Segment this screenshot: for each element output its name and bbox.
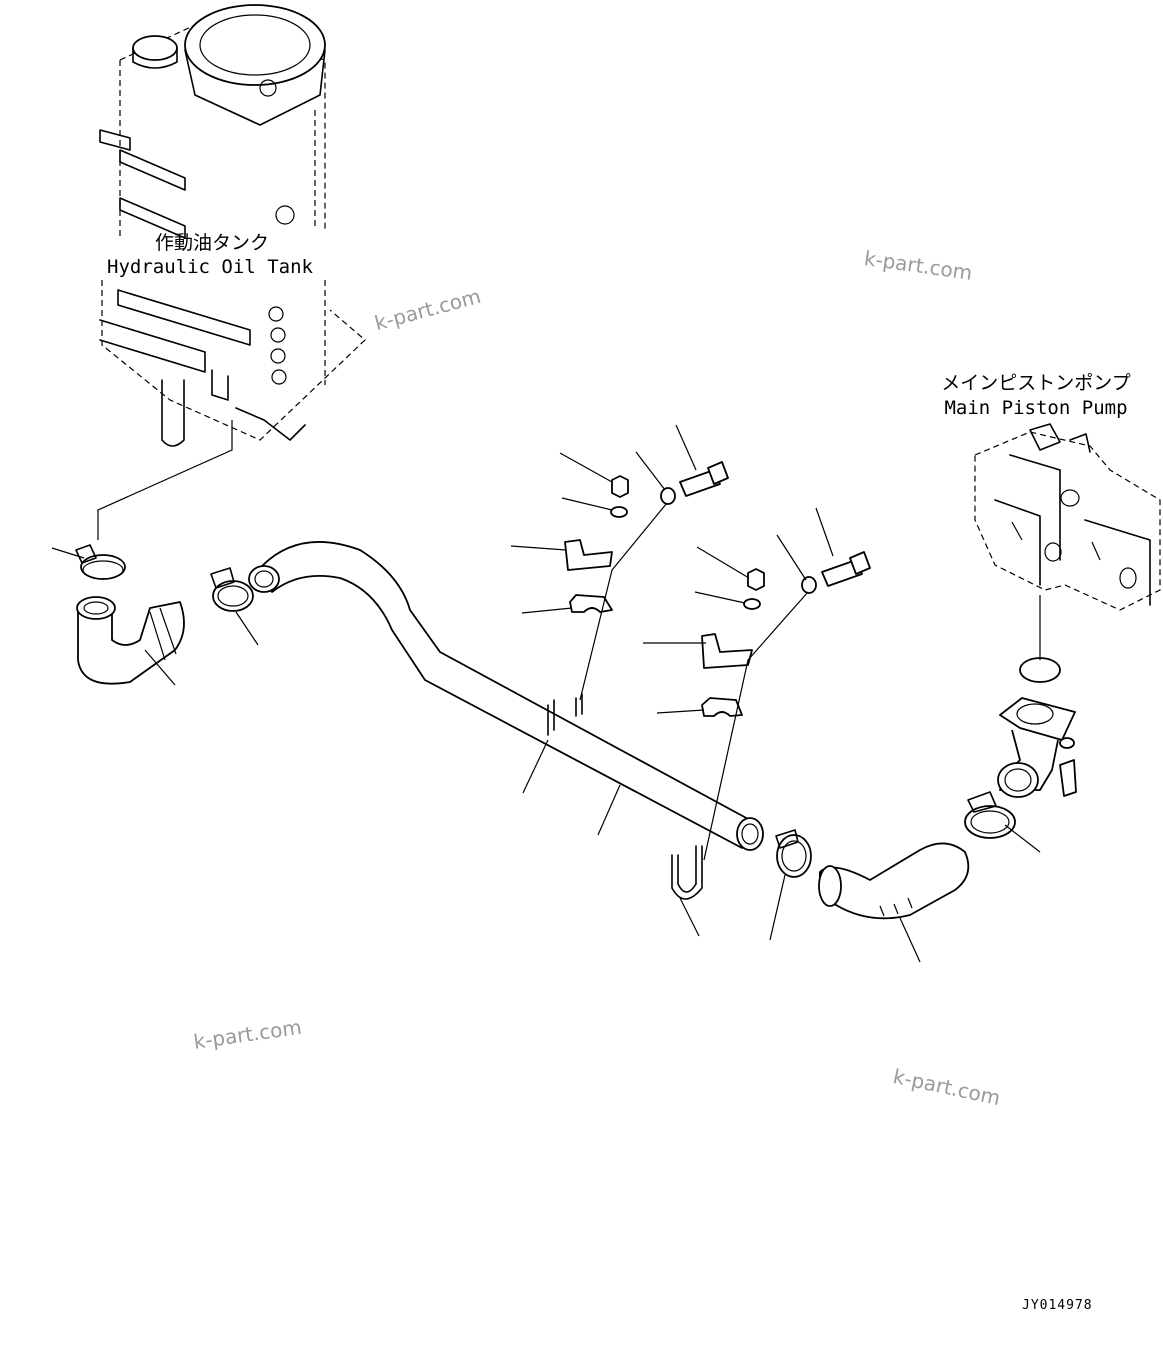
left-hose-assembly	[75, 544, 254, 685]
hydraulic-oil-tank	[97, 4, 366, 540]
tank-label-en: Hydraulic Oil Tank	[107, 256, 313, 278]
pump-label-jp: メインピストンポンプ	[941, 372, 1131, 394]
pump-flange-elbow	[997, 657, 1077, 798]
drawing-code: JY014978	[1022, 1298, 1093, 1313]
tank-label-jp: 作動油タンク	[154, 232, 269, 254]
right-hose-assembly	[775, 791, 1016, 920]
main-piston-pump	[974, 423, 1161, 660]
pump-label-en: Main Piston Pump	[944, 397, 1128, 419]
bracket-group-1	[564, 461, 729, 717]
bracket-group-2	[671, 551, 871, 900]
main-tube	[248, 541, 764, 851]
leader-lines	[51, 424, 1041, 963]
